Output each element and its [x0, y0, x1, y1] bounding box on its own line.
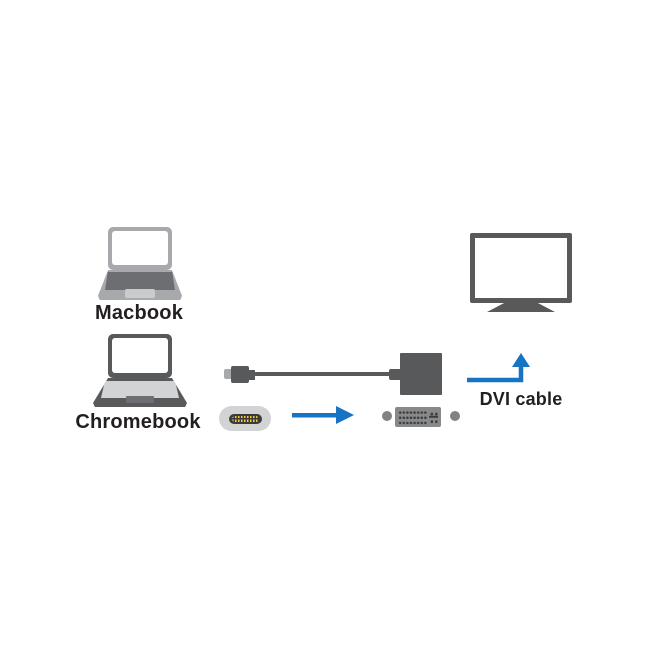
dvi-screw-left	[381, 411, 392, 421]
usb-c-port-front-icon	[219, 406, 271, 431]
macbook-label: Macbook	[94, 302, 184, 324]
laptop-screen	[112, 338, 168, 373]
dvi-pin-grid	[398, 409, 427, 425]
laptop-trackpad	[126, 396, 154, 403]
laptop-keyboard	[105, 272, 175, 290]
cable-line	[254, 371, 391, 376]
laptop-base	[93, 378, 187, 407]
monitor-icon	[470, 233, 572, 303]
monitor-stand	[487, 302, 555, 312]
usb-c-port-opening	[228, 413, 262, 424]
laptop-trackpad	[125, 289, 155, 298]
arrow-up-elbow-icon	[467, 353, 530, 383]
dvi-connector-front-icon	[395, 406, 441, 427]
laptop-lid	[108, 334, 172, 378]
arrow-right-icon	[292, 406, 354, 424]
adapter-cable-stub	[389, 369, 401, 380]
usb-c-plug-tip	[224, 369, 232, 379]
adapter-box-icon	[400, 353, 442, 395]
dvi-cable-label: DVI cable	[479, 389, 563, 409]
usb-c-plug-icon	[231, 365, 249, 383]
usb-c-plug-neck	[248, 369, 255, 380]
laptop-lid	[108, 227, 172, 270]
laptop-keyboard-deck	[101, 381, 179, 398]
laptop-screen	[112, 231, 168, 265]
chromebook-label: Chromebook	[75, 411, 201, 433]
dvi-screw-right	[449, 411, 460, 421]
laptop-base	[98, 270, 182, 300]
usb-c-pins	[231, 415, 259, 422]
dvi-analog-pins	[429, 409, 438, 425]
